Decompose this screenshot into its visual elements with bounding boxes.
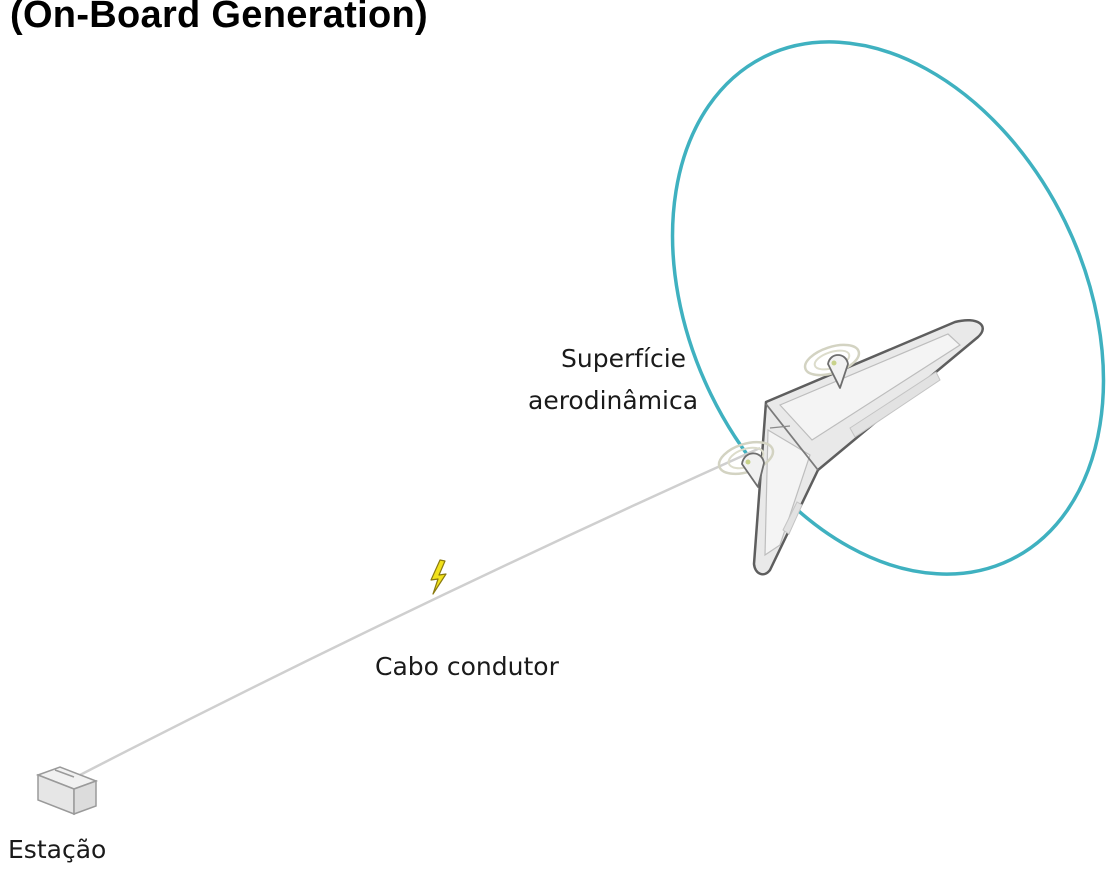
station-box-icon (35, 766, 99, 816)
kite-aircraft (752, 319, 984, 576)
aerofoil-label-line2: aerodinâmica (528, 386, 699, 415)
rotor-icon (803, 343, 861, 389)
station-label: Estação (8, 835, 107, 864)
flight-path-ellipse (670, 40, 1106, 576)
diagram-title: (On-Board Generation) (10, 0, 428, 36)
aerofoil-label-line1: Superfície (561, 344, 687, 373)
lightning-icon (430, 559, 447, 595)
cable-label: Cabo condutor (375, 652, 559, 681)
tether-cable (79, 446, 761, 777)
rotor-icon (717, 440, 775, 488)
